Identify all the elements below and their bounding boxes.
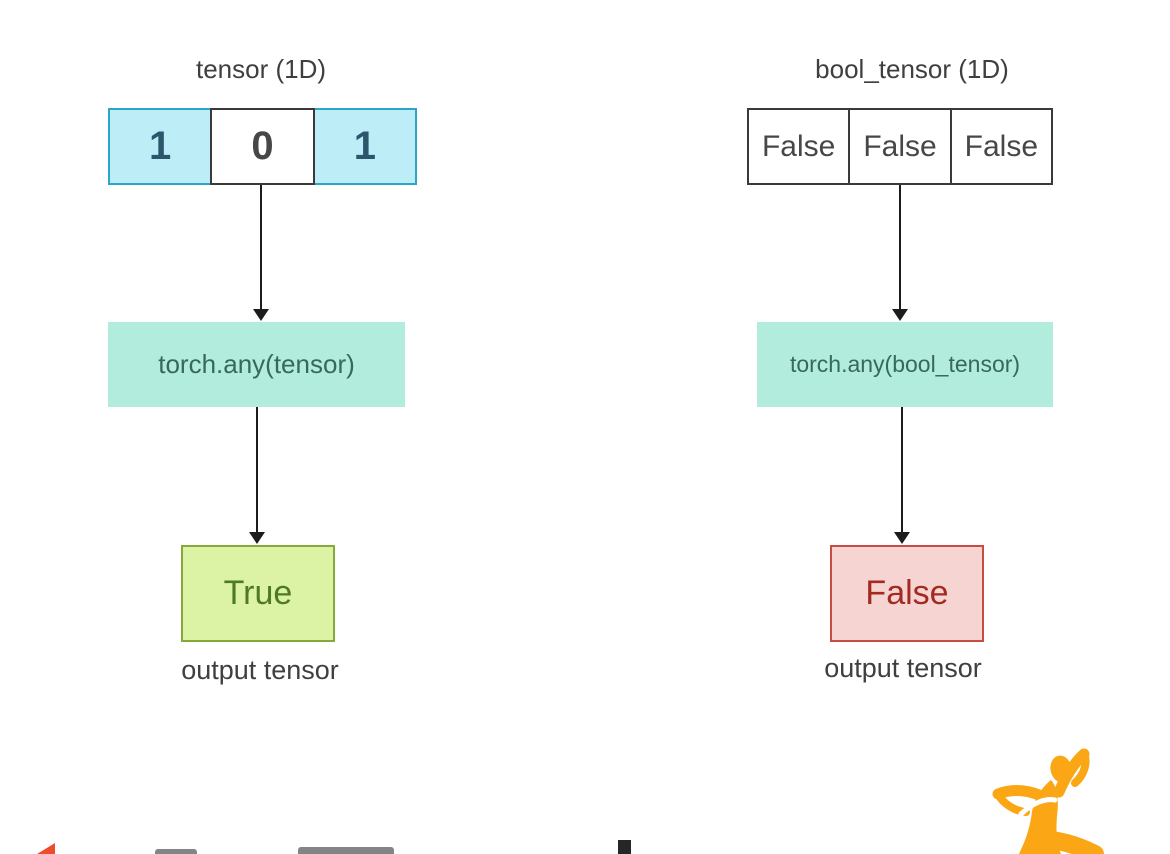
arrow-down-icon [249,407,265,544]
tensor-cell: False [747,108,851,185]
arrowhead-icon [892,309,908,321]
output-tensor-label: output tensor [824,653,982,683]
fitness-mascot-icon [992,748,1104,854]
tensor-cell: False [848,108,952,185]
pytorch-wordmark-fragment [298,847,394,854]
operation-box: torch.any(bool_tensor) [757,322,1053,407]
output-tensor-label: output tensor [181,655,339,685]
tensor-cell: False [949,108,1053,185]
pytorch-flame-icon [37,843,55,854]
bool-tensor-title: bool_tensor (1D) [815,54,1009,84]
arrow-down-icon [894,407,910,544]
operation-box: torch.any(tensor) [108,322,405,407]
arrow-down-icon [892,185,908,321]
arrow-down-icon [253,185,269,321]
tensor-cell: 0 [210,108,315,185]
bool-tensor-cells: False False False [747,108,1053,185]
result-box: True [181,545,335,642]
tensor-cells: 1 0 1 [108,108,417,185]
arrowhead-icon [894,532,910,544]
tensor-cell: 1 [312,108,417,185]
arrowhead-icon [253,309,269,321]
tensor-title: tensor (1D) [195,54,327,84]
pytorch-wordmark-fragment [618,840,631,854]
arrowhead-icon [249,532,265,544]
pytorch-wordmark-fragment [155,849,197,854]
result-box: False [830,545,984,642]
tensor-cell: 1 [108,108,213,185]
